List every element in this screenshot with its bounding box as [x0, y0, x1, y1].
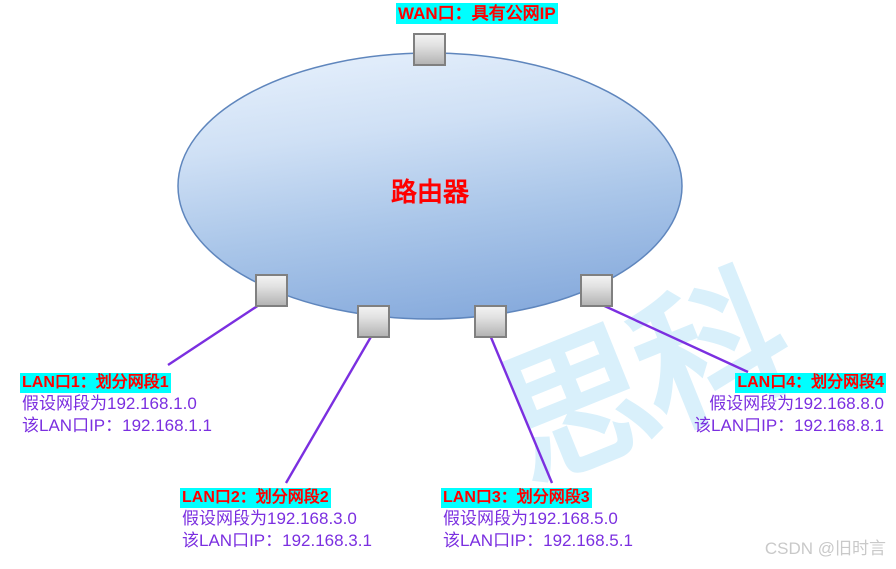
lan4-title: LAN口4：划分网段4 — [735, 373, 886, 393]
lan3-label-block: LAN口3：划分网段3 假设网段为192.168.5.0 该LAN口IP：192… — [441, 488, 635, 552]
connector-lan1 — [167, 301, 263, 367]
lan4-label-block: LAN口4：划分网段4 假设网段为192.168.8.0 该LAN口IP：192… — [692, 373, 886, 437]
lan2-label-block: LAN口2：划分网段2 假设网段为192.168.3.0 该LAN口IP：192… — [180, 488, 374, 552]
lan1-label-block: LAN口1：划分网段1 假设网段为192.168.1.0 该LAN口IP：192… — [20, 373, 214, 437]
lan1-segment: 假设网段为192.168.1.0 — [22, 394, 197, 413]
connector-lan2 — [284, 334, 374, 484]
lan4-segment: 假设网段为192.168.8.0 — [709, 394, 884, 413]
wan-label-block: WAN口：具有公网IP — [396, 3, 558, 24]
lan3-ip: 该LAN口IP：192.168.5.1 — [443, 531, 633, 550]
port-lan3[interactable] — [474, 305, 507, 338]
lan3-segment: 假设网段为192.168.5.0 — [443, 509, 618, 528]
port-lan2[interactable] — [357, 305, 390, 338]
lan2-title: LAN口2：划分网段2 — [180, 488, 331, 508]
router-label: 路由器 — [390, 177, 469, 207]
lan4-ip: 该LAN口IP：192.168.8.1 — [694, 416, 884, 435]
connector-lan3 — [488, 334, 554, 484]
port-wan[interactable] — [413, 33, 446, 66]
port-lan4[interactable] — [580, 274, 613, 307]
lan2-segment: 假设网段为192.168.3.0 — [182, 509, 357, 528]
csdn-credit: CSDN @旧时言 — [764, 539, 886, 558]
connector-lan4 — [597, 301, 749, 374]
port-lan1[interactable] — [255, 274, 288, 307]
lan1-ip: 该LAN口IP：192.168.1.1 — [22, 416, 212, 435]
wan-title: WAN口：具有公网IP — [396, 3, 558, 24]
lan2-ip: 该LAN口IP：192.168.3.1 — [182, 531, 372, 550]
lan3-title: LAN口3：划分网段3 — [441, 488, 592, 508]
lan1-title: LAN口1：划分网段1 — [20, 373, 171, 393]
